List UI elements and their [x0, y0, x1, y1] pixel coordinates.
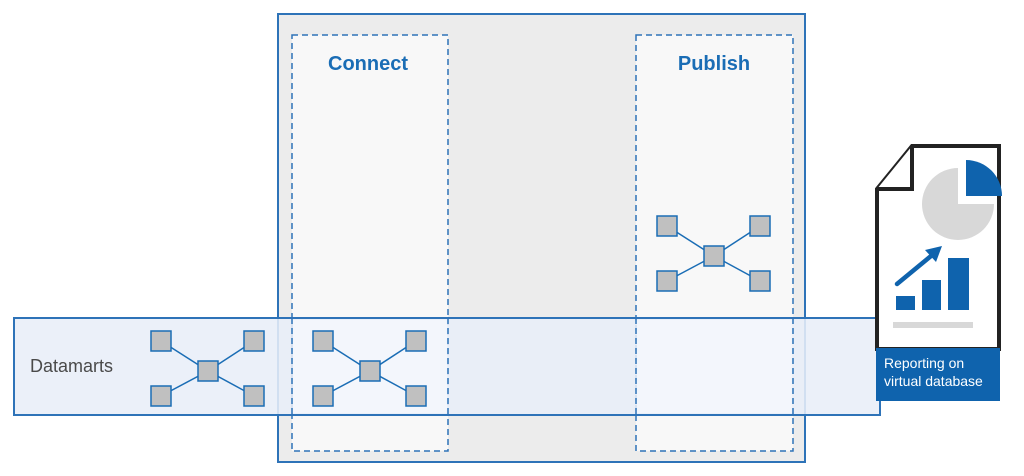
publish-network-icon — [656, 215, 771, 292]
report-caption: Reporting on virtual database — [876, 348, 1000, 401]
connect-network-icon — [312, 330, 427, 407]
datamarts-label: Datamarts — [30, 356, 114, 376]
datamarts-network-icon — [150, 330, 265, 407]
report-document-icon — [875, 144, 1002, 351]
report-caption-line2: virtual database — [884, 373, 983, 389]
stage-title-publish: Publish — [677, 53, 751, 75]
report-caption-line1: Reporting on — [884, 355, 965, 371]
publish-band-overlay — [637, 320, 792, 413]
stage-title-connect: Connect — [328, 53, 408, 75]
